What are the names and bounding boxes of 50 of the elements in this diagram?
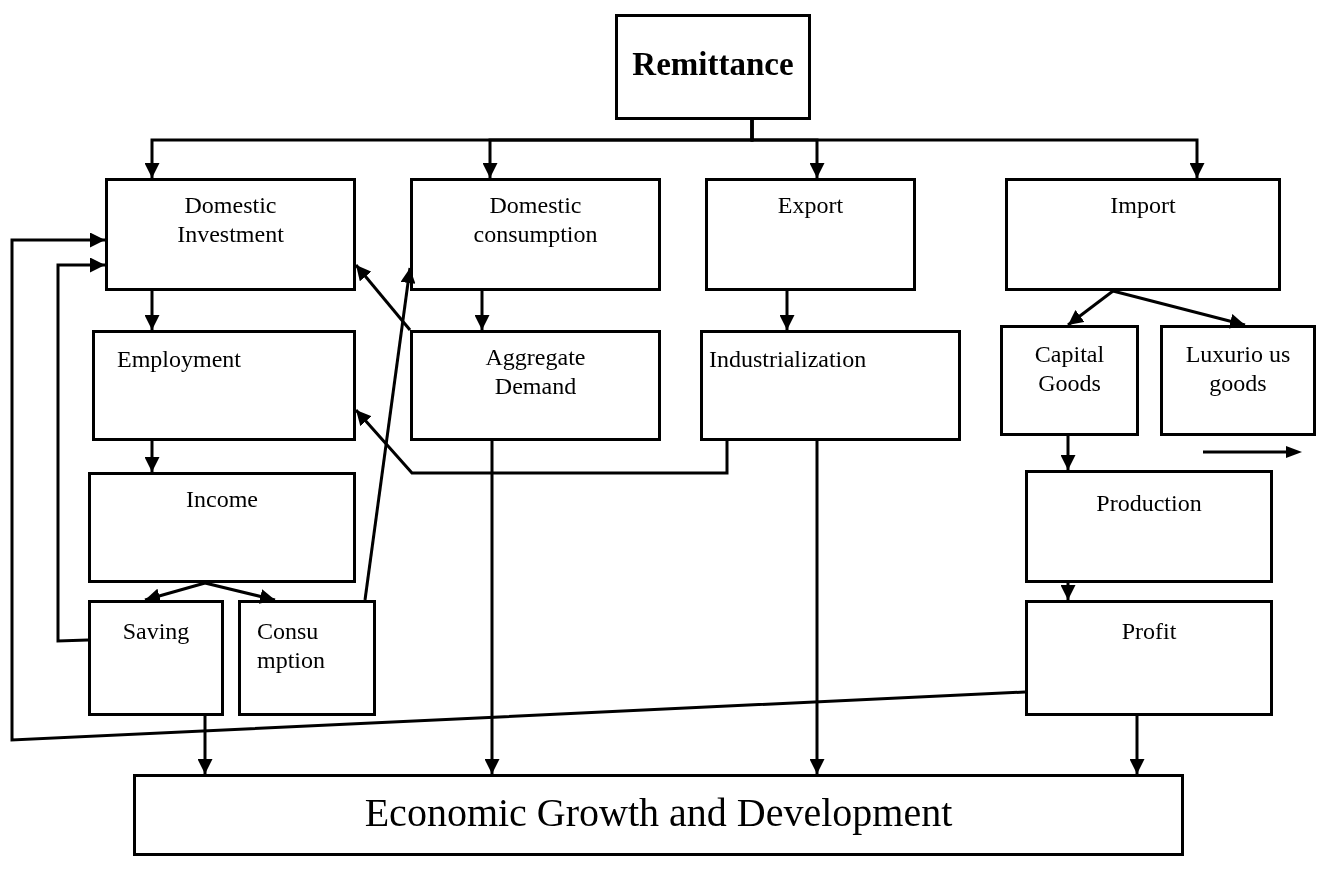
- arrow: [809, 441, 825, 774]
- arrow: [56, 257, 105, 643]
- process-box: [133, 774, 1184, 856]
- process-box: [1000, 325, 1139, 436]
- box-label: Saving: [122, 617, 190, 646]
- process-box: [700, 330, 961, 441]
- arrow: [1067, 289, 1114, 327]
- arrow: [474, 291, 490, 330]
- arrow: [484, 441, 500, 774]
- box-label: Capital Goods: [1033, 340, 1106, 398]
- arrow: [1129, 716, 1145, 774]
- box-label: Profit: [1121, 617, 1177, 646]
- arrow: [354, 264, 412, 331]
- box-label: Domestic consumption: [472, 191, 599, 249]
- process-box: [615, 14, 811, 120]
- process-box: [410, 330, 661, 441]
- process-box: [1005, 178, 1281, 291]
- arrow: [1060, 436, 1076, 470]
- arrow: [197, 716, 213, 774]
- box-label: Income: [186, 485, 258, 514]
- box-label: Import: [1110, 191, 1176, 220]
- arrow: [144, 441, 160, 472]
- box-label: Industrialization: [709, 345, 867, 374]
- process-box: [410, 178, 661, 291]
- box-label: Employment: [117, 345, 241, 374]
- arrow: [779, 291, 795, 330]
- process-box: [92, 330, 356, 441]
- arrow: [1060, 583, 1076, 600]
- process-box: [705, 178, 916, 291]
- box-label: Domestic Investment: [176, 191, 285, 249]
- box-label: Production: [1096, 489, 1202, 518]
- box-label: Economic Growth and Development: [364, 789, 953, 837]
- arrow: [363, 267, 416, 601]
- process-box: [105, 178, 356, 291]
- process-box: [1025, 600, 1273, 716]
- process-box: [1025, 470, 1273, 583]
- process-box: [88, 472, 356, 583]
- box-label: Luxurio us goods: [1184, 340, 1292, 398]
- process-box: [88, 600, 224, 716]
- box-label: Remittance: [632, 45, 794, 85]
- arrow: [750, 120, 1205, 178]
- box-label: Consu mption: [257, 617, 326, 675]
- box-label: Aggregate Demand: [484, 343, 587, 401]
- box-label: Export: [777, 191, 844, 220]
- process-box: [1160, 325, 1316, 436]
- process-box: [238, 600, 376, 716]
- arrow: [10, 232, 1026, 742]
- arrow: [144, 291, 160, 330]
- arrow: [354, 409, 729, 475]
- arrow: [204, 581, 276, 604]
